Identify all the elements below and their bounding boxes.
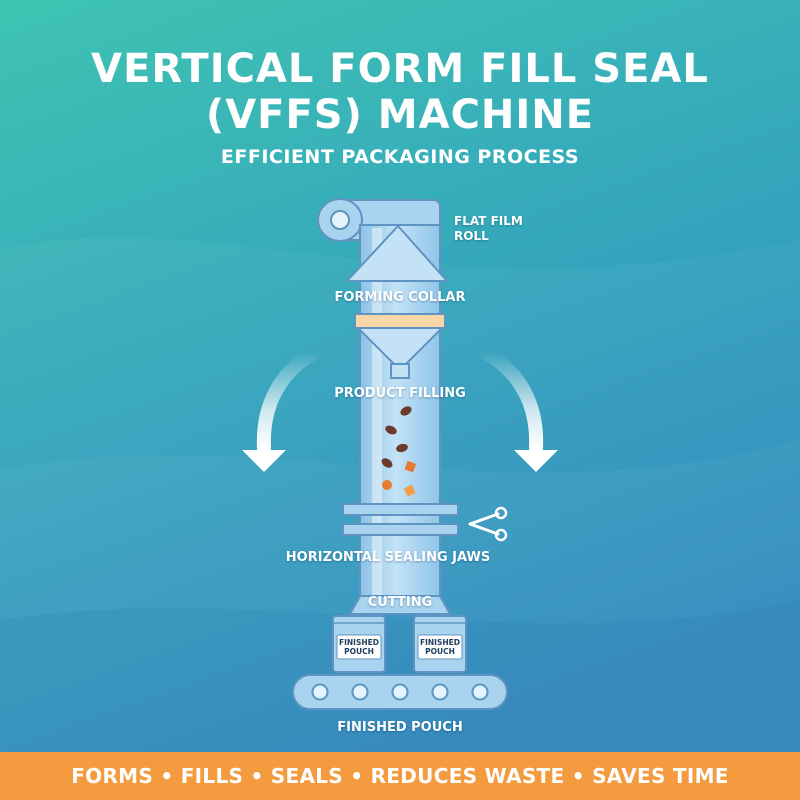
label-flat-film-roll-line2: ROLL [454, 229, 489, 243]
label-finished-pouch: FINISHED POUCH [337, 720, 463, 735]
coffee-bean-icon [381, 458, 393, 468]
title-line-1: VERTICAL FORM FILL SEAL [91, 46, 709, 92]
footer-text: FORMS • FILLS • SEALS • REDUCES WASTE • … [71, 764, 729, 788]
conveyor-roller [311, 683, 329, 701]
orange-piece-icon [404, 460, 417, 473]
pouch-label-line2: POUCH [425, 647, 455, 656]
tube-highlight [372, 228, 382, 600]
pouch-label-line2: POUCH [344, 647, 374, 656]
product-pieces [381, 406, 417, 497]
scissors-icon [468, 506, 508, 542]
cutting-section [348, 595, 452, 615]
finished-pouch [413, 615, 467, 673]
orange-piece-icon [403, 484, 416, 497]
pouch-label-line1: FINISHED [419, 638, 460, 647]
conveyor-roller [431, 683, 449, 701]
left-flow-arrow-icon [242, 345, 322, 472]
collar-band [354, 313, 446, 329]
label-horizontal-sealing-jaws: HORIZONTAL SEALING JAWS [285, 550, 491, 565]
sealing-jaw-upper [342, 503, 459, 516]
funnel-spout [390, 363, 410, 379]
conveyor-roller [471, 683, 489, 701]
label-cutting: CUTTING [367, 595, 433, 610]
label-forming-collar: FORMING COLLAR [334, 290, 466, 305]
orange-piece-icon [382, 480, 392, 490]
label-product-filling: PRODUCT FILLING [334, 386, 466, 401]
background-wave [0, 440, 800, 800]
footer-banner [0, 752, 800, 800]
right-flow-arrow-icon [478, 345, 558, 472]
subtitle: EFFICIENT PACKAGING PROCESS [220, 146, 580, 168]
coffee-bean-icon [396, 443, 408, 453]
finished-pouch [332, 615, 386, 673]
coffee-bean-icon [400, 406, 412, 416]
conveyor-belt [292, 674, 508, 710]
conveyor-roller [351, 683, 369, 701]
conveyor-roller [391, 683, 409, 701]
title-line-2: (VFFS) MACHINE [205, 92, 595, 138]
coffee-bean-icon [385, 425, 397, 435]
pouch-label: FINISHED POUCH [337, 638, 381, 656]
forming-collar-shape [344, 224, 450, 282]
pouch-label: FINISHED POUCH [418, 638, 462, 656]
sealing-jaw-lower [342, 523, 459, 536]
pouch-label-line1: FINISHED [338, 638, 379, 647]
label-flat-film-roll: FLAT FILM [454, 214, 523, 228]
